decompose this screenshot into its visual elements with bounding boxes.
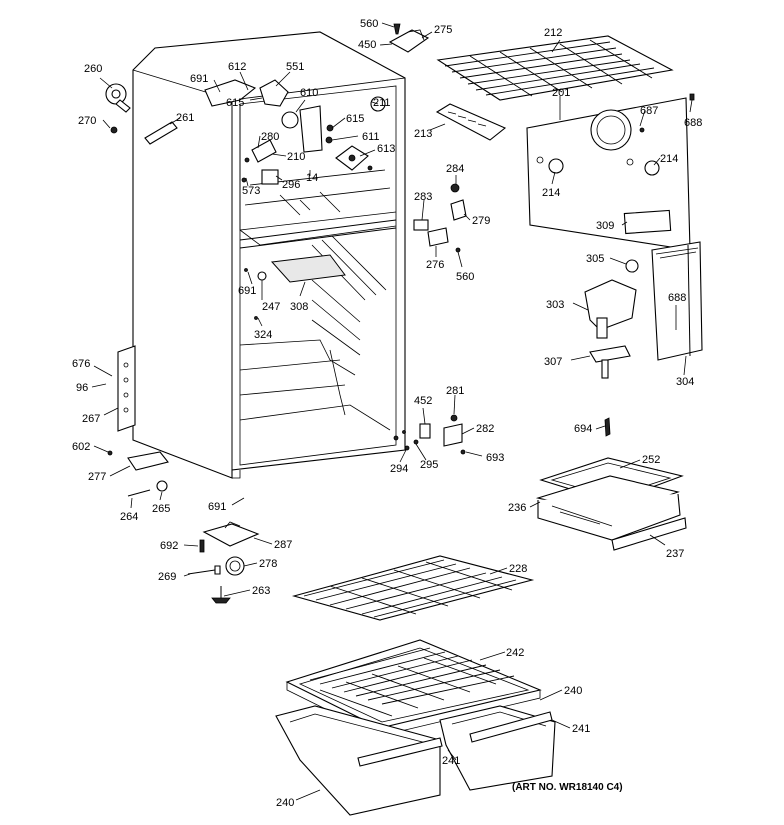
callout-296: 296 (282, 179, 300, 191)
callout-236: 236 (508, 502, 526, 514)
callout-240: 240 (276, 797, 294, 809)
callout-560: 560 (360, 18, 378, 30)
callout-688: 688 (668, 292, 686, 304)
control-assembly (204, 79, 386, 320)
hinge-bottom-parts (404, 414, 466, 455)
leader-lines (91, 22, 693, 801)
callout-691: 691 (238, 285, 256, 297)
callout-613: 613 (377, 143, 395, 155)
fresh-food-wire-shelf (291, 555, 535, 621)
callout-307: 307 (544, 356, 562, 368)
callout-241: 241 (442, 755, 460, 767)
meat-pan-assembly (535, 457, 687, 551)
screw-694 (604, 417, 611, 437)
callout-295: 295 (420, 459, 438, 471)
callout-270: 270 (78, 115, 96, 127)
callout-303: 303 (546, 299, 564, 311)
callout-309: 309 (596, 220, 614, 232)
callout-693: 693 (486, 452, 504, 464)
callout-264: 264 (120, 511, 138, 523)
callout-240: 240 (564, 685, 582, 697)
callout-551: 551 (286, 61, 304, 73)
callout-265: 265 (152, 503, 170, 515)
leveling-parts (187, 521, 260, 604)
callout-278: 278 (259, 558, 277, 570)
callout-261: 261 (176, 112, 194, 124)
callout-283: 283 (414, 191, 432, 203)
callout-287: 287 (274, 539, 292, 551)
hinge-cover-parts (105, 83, 178, 145)
callout-211: 211 (373, 97, 391, 109)
callout-241: 241 (572, 723, 590, 735)
callout-252: 252 (642, 454, 660, 466)
callout-450: 450 (358, 39, 376, 51)
callout-284: 284 (446, 163, 464, 175)
callout-242: 242 (506, 647, 524, 659)
callout-212: 212 (544, 27, 562, 39)
callout-282: 282 (476, 423, 494, 435)
callout-213: 213 (414, 128, 432, 140)
callout-201: 201 (552, 87, 570, 99)
callout-96: 96 (76, 382, 88, 394)
callout-294: 294 (390, 463, 408, 475)
damper-parts (413, 183, 467, 253)
top-hinge (388, 23, 430, 53)
callout-611: 611 (362, 131, 380, 143)
callout-691: 691 (190, 73, 208, 85)
freezer-wire-shelf (436, 35, 674, 101)
ice-tray (435, 103, 507, 141)
callout-269: 269 (158, 571, 176, 583)
callout-573: 573 (242, 185, 260, 197)
callout-602: 602 (72, 441, 90, 453)
callout-228: 228 (509, 563, 527, 575)
callout-304: 304 (676, 376, 694, 388)
callout-276: 276 (426, 259, 444, 271)
callout-692: 692 (160, 540, 178, 552)
callout-687: 687 (640, 105, 658, 117)
callout-214: 214 (542, 187, 560, 199)
callout-14: 14 (306, 172, 318, 184)
callout-260: 260 (84, 63, 102, 75)
callout-214: 214 (660, 153, 678, 165)
roller-parts (127, 480, 168, 497)
callout-676: 676 (72, 358, 90, 370)
callout-691: 691 (208, 501, 226, 513)
callout-237: 237 (666, 548, 684, 560)
callout-452: 452 (414, 395, 432, 407)
bottom-bracket (107, 450, 169, 471)
callout-281: 281 (446, 385, 464, 397)
callout-labels: 560 275 450 212 260 270 691 612 551 615 … (72, 18, 702, 809)
art-number: (ART NO. WR18140 C4) (512, 782, 623, 793)
callout-277: 277 (88, 471, 106, 483)
callout-308: 308 (290, 301, 308, 313)
callout-210: 210 (287, 151, 305, 163)
callout-305: 305 (586, 253, 604, 265)
callout-279: 279 (472, 215, 490, 227)
control-housing (584, 241, 703, 379)
label-309 (623, 209, 672, 235)
callout-267: 267 (82, 413, 100, 425)
callout-247: 247 (262, 301, 280, 313)
callout-560: 560 (456, 271, 474, 283)
callout-615: 615 (226, 97, 244, 109)
callout-280: 280 (261, 131, 279, 143)
callout-324: 324 (254, 329, 272, 341)
crisper-cover (285, 639, 542, 737)
callout-263: 263 (252, 585, 270, 597)
callout-615: 615 (346, 113, 364, 125)
callout-610: 610 (300, 87, 318, 99)
callout-694: 694 (574, 423, 592, 435)
callout-612: 612 (228, 61, 246, 73)
refrigerator-cabinet (117, 31, 406, 479)
callout-275: 275 (434, 24, 452, 36)
callout-688: 688 (684, 117, 702, 129)
crisper-drawers (275, 705, 556, 816)
